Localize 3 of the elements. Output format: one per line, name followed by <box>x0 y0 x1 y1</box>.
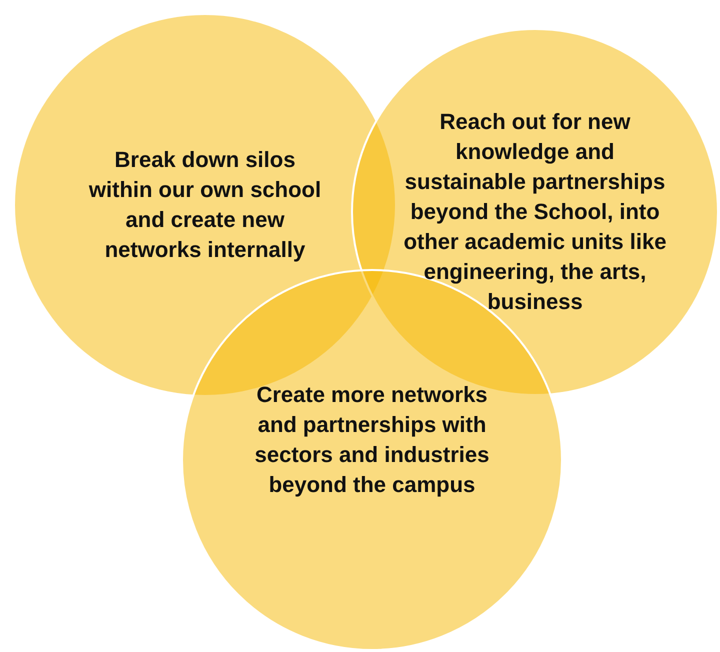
circle-text: Break down silos within our own school and create new networks internally <box>88 146 322 264</box>
circle-text: Reach out for new knowledge and sustainable partnerships beyond the School, into other academic units like engineering, the arts, business <box>402 108 668 316</box>
circle-text: Create more networks and partnerships with sectors and industries beyond the campus <box>254 381 490 499</box>
